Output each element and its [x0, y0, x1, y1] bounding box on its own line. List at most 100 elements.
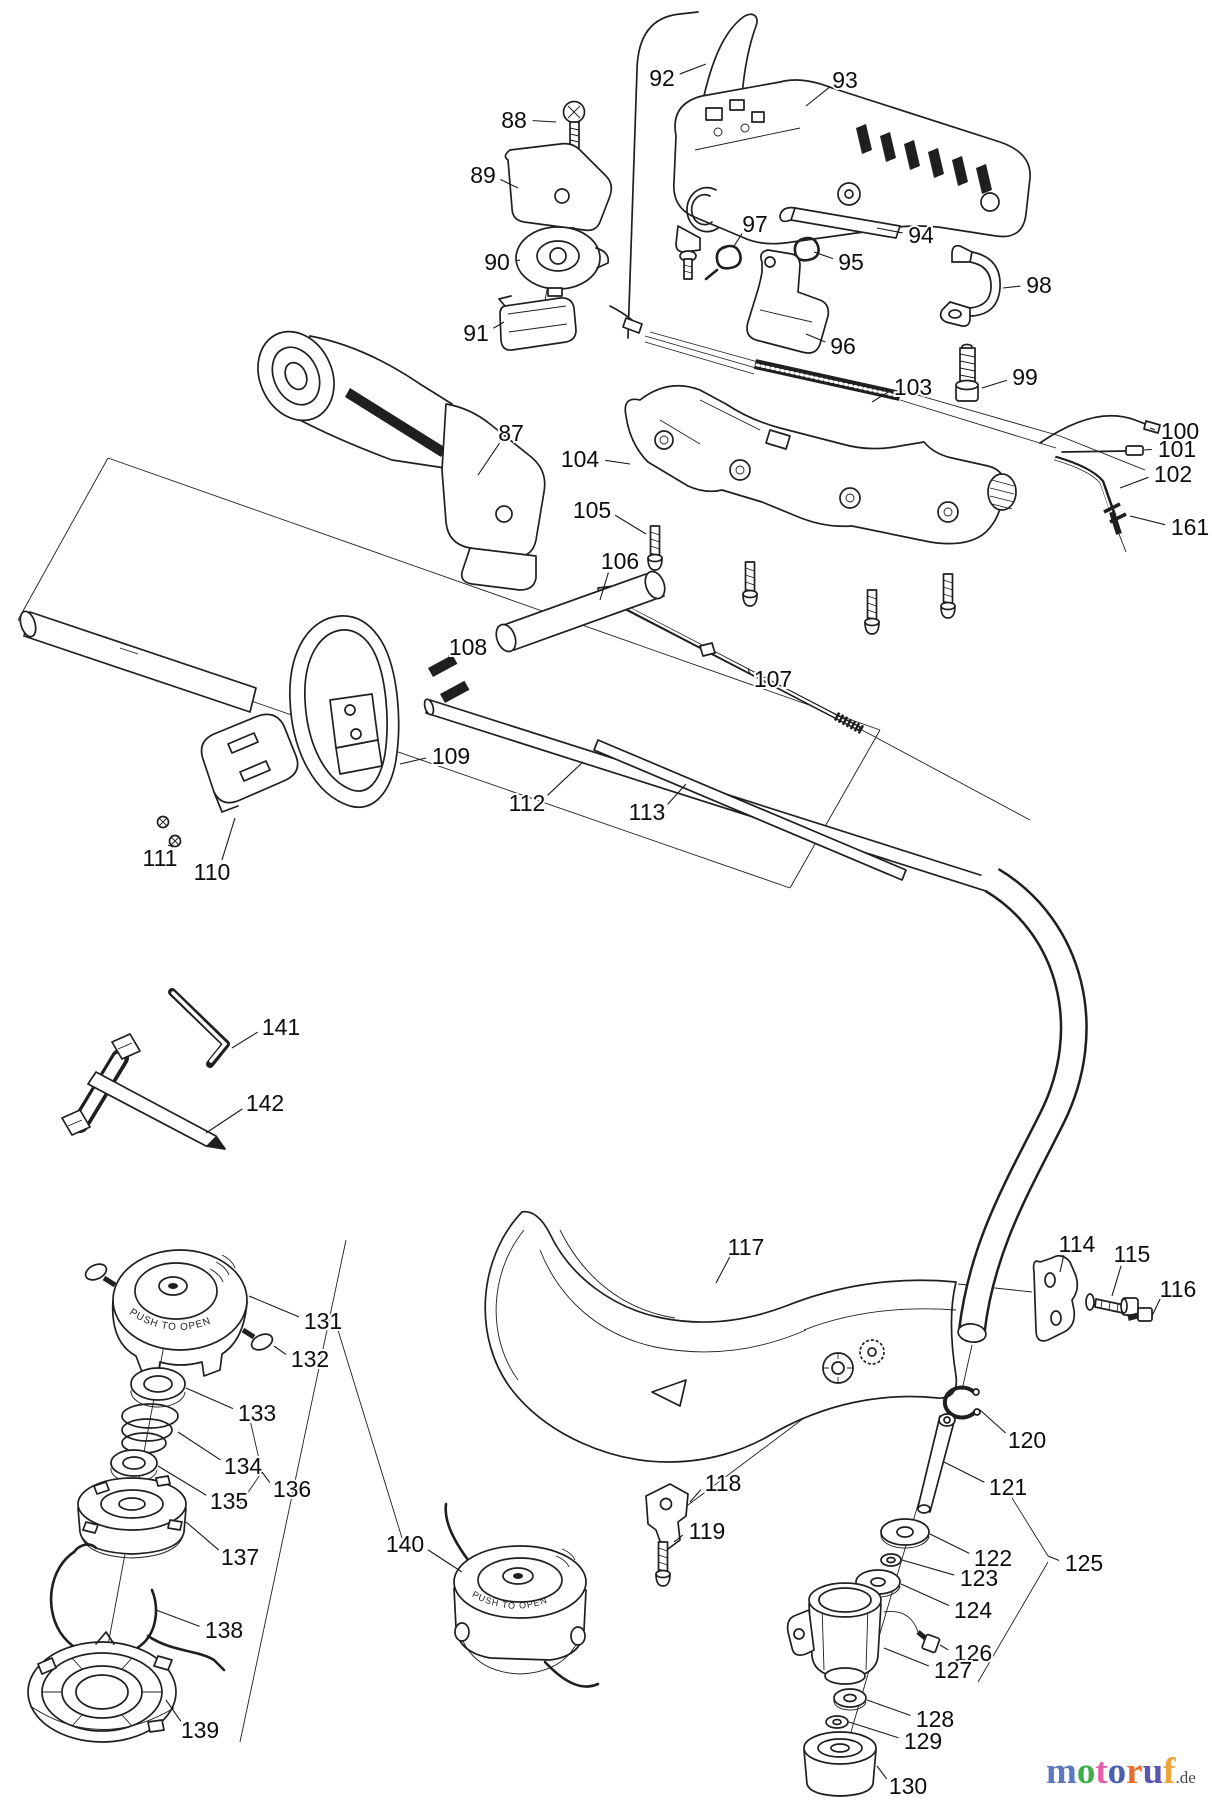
logo-letter: f — [1163, 1751, 1176, 1792]
part-label-122: 122 — [974, 1545, 1012, 1571]
part-label-135: 135 — [210, 1488, 248, 1514]
leader-line-124 — [900, 1583, 950, 1607]
pin-121 — [917, 1413, 956, 1514]
leader-line-123 — [901, 1559, 955, 1576]
leader-line-133 — [185, 1387, 234, 1410]
leader-line-130 — [876, 1765, 888, 1780]
leader-line-111 — [167, 844, 174, 848]
leader-line-116 — [1151, 1298, 1161, 1317]
bracket-frame-92 — [627, 11, 758, 339]
leader-line-112 — [547, 761, 584, 796]
part-label-96: 96 — [830, 333, 856, 359]
spool-cap-131: PUSH TO OPEN — [111, 1249, 248, 1377]
ring-129 — [825, 1715, 849, 1729]
wire-101 — [1061, 445, 1144, 456]
boom-clamp-114 — [1032, 1254, 1095, 1342]
part-label-98: 98 — [1026, 272, 1052, 298]
pin-161 — [1103, 502, 1127, 524]
part-label-88: 88 — [501, 107, 527, 133]
part-label-112: 112 — [509, 790, 546, 816]
leader-line-132 — [273, 1345, 287, 1356]
logo-letter: t — [1095, 1751, 1108, 1792]
leader-line-92 — [679, 63, 707, 75]
cup-130 — [803, 1731, 877, 1797]
leader-line-87 — [477, 442, 500, 476]
motoruf-logo[interactable]: motoruf.de — [1046, 1752, 1212, 1796]
leader-line-118 — [689, 1489, 702, 1503]
guard-screw-119 — [655, 1541, 671, 1587]
throttle-cable-103 — [609, 305, 1146, 471]
part-label-107: 107 — [754, 666, 792, 692]
clamp-98 — [939, 244, 1001, 327]
wire-100 — [1039, 414, 1161, 444]
flex-shaft-107 — [597, 585, 865, 734]
spool-137 — [77, 1475, 187, 1559]
logo-letter: m — [1046, 1751, 1077, 1792]
leader-line-113 — [667, 783, 687, 805]
set-screw-126 — [883, 1610, 941, 1654]
leader-line-139 — [165, 1699, 182, 1722]
part-label-89: 89 — [470, 162, 496, 188]
part-label-90: 90 — [484, 249, 510, 275]
part-label-92: 92 — [649, 65, 675, 91]
leader-line-110 — [221, 817, 236, 861]
leader-line-126 — [939, 1644, 949, 1651]
leader-line-103 — [871, 390, 890, 403]
spool-assembly-140: PUSH TO OPEN — [444, 1502, 600, 1688]
main-boom-pipe — [19, 610, 257, 713]
leader-line-161 — [1129, 515, 1166, 526]
part-label-132: 132 — [291, 1346, 329, 1372]
part-label-136: 136 — [273, 1476, 311, 1502]
handle-housing-93 — [672, 79, 1031, 245]
part-label-105: 105 — [573, 497, 611, 523]
part-label-93: 93 — [832, 67, 858, 93]
leader-line-114 — [1059, 1254, 1065, 1273]
part-label-123: 123 — [960, 1565, 998, 1591]
screw-88 — [562, 100, 586, 149]
leader-line-131 — [248, 1295, 300, 1318]
part-label-102: 102 — [1154, 461, 1192, 487]
lower-housing-104 — [624, 384, 1017, 545]
liner-strip-113 — [593, 739, 907, 881]
leader-line-100 — [1149, 427, 1155, 431]
leader-line-125 — [1047, 1555, 1060, 1562]
part-label-128: 128 — [916, 1706, 954, 1732]
clamp-screw-116 — [1127, 1307, 1153, 1322]
logo-letter: r — [1126, 1751, 1143, 1792]
part-label-101: 101 — [1158, 436, 1196, 462]
leader-line-93 — [805, 86, 830, 107]
part-label-124: 124 — [954, 1597, 993, 1623]
circlip-120 — [942, 1385, 981, 1420]
leader-line-140 — [427, 1549, 463, 1573]
leader-line-121 — [943, 1461, 985, 1483]
part-label-103: 103 — [894, 374, 932, 400]
screw-99 — [955, 343, 979, 402]
leader-line-91 — [493, 321, 505, 329]
part-label-108: 108 — [449, 634, 487, 660]
leader-line-122 — [929, 1533, 970, 1554]
curved-boom-117-shaft — [957, 868, 1088, 1343]
part-label-130: 130 — [889, 1773, 927, 1799]
motor-housing-87 — [257, 330, 546, 591]
part-label-127: 127 — [934, 1657, 972, 1683]
part-label-137: 137 — [221, 1544, 259, 1570]
part-label-109: 109 — [432, 743, 470, 769]
leader-line-106 — [599, 572, 609, 601]
part-label-115: 115 — [1114, 1241, 1151, 1267]
t-wrench-142 — [61, 1033, 226, 1150]
logo-suffix: .de — [1175, 1768, 1196, 1787]
spring-134 — [121, 1403, 179, 1454]
part-label-114: 114 — [1059, 1231, 1096, 1257]
part-label-119: 119 — [689, 1518, 726, 1544]
leader-line-89 — [500, 179, 519, 189]
trigger-96 — [746, 249, 830, 354]
handle-pins-108 — [428, 654, 470, 703]
washer-128 — [833, 1688, 867, 1711]
part-label-99: 99 — [1012, 364, 1038, 390]
part-label-113: 113 — [629, 799, 666, 825]
washer-135 — [110, 1449, 158, 1483]
leader-line-134 — [177, 1431, 221, 1461]
leader-line-107 — [747, 667, 751, 674]
